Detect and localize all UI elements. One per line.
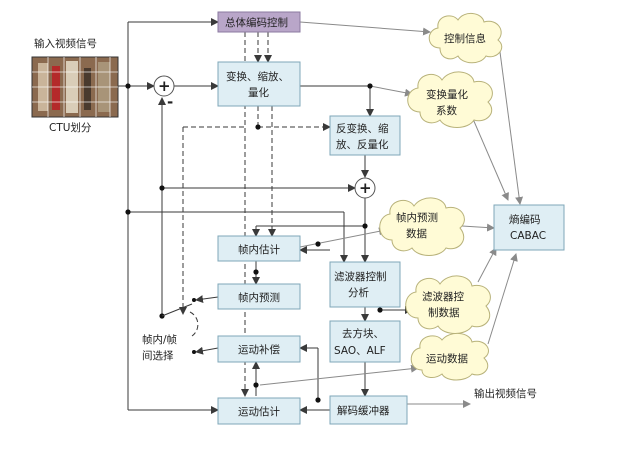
decoded-buffer-box: 解码缓冲器	[329, 395, 408, 425]
junction-dots	[125, 83, 383, 403]
cloud-filter-line2: 制数据	[428, 306, 460, 319]
cloud-intra-line2: 数据	[406, 227, 427, 240]
selector-line1: 帧内/帧	[142, 333, 178, 346]
inverse-line1: 反变换、缩	[336, 122, 389, 135]
filter-control-box: 滤波器控制 分析	[329, 261, 401, 308]
cloud-transform-line1: 变换量化	[426, 88, 468, 101]
cloud-transform-line2: 系数	[436, 104, 457, 117]
intra-est-label: 帧内估计	[238, 243, 280, 256]
intra-pred-label: 帧内预测	[238, 291, 280, 304]
adder-main: + -	[153, 75, 175, 111]
cloud-motion-data: 运动数据	[410, 333, 489, 381]
inverse-line2: 放、反量化	[336, 138, 389, 151]
motion-comp-label: 运动补偿	[238, 343, 280, 356]
cloud-filter-line1: 滤波器控	[422, 290, 464, 303]
transform-line2: 量化	[248, 86, 269, 99]
cloud-motion-label: 运动数据	[426, 352, 468, 365]
cloud-intra-data: 帧内预测 数据	[379, 197, 465, 256]
motion-compensation-box: 运动补偿	[217, 335, 301, 363]
cloud-control-label: 控制信息	[444, 32, 486, 45]
cloud-filter-data: 滤波器控 制数据	[405, 275, 491, 334]
inverse-transform-box: 反变换、缩 放、反量化	[329, 115, 401, 156]
filter-ctrl-line1: 滤波器控制	[334, 270, 387, 283]
filter-ctrl-line2: 分析	[348, 286, 369, 299]
intra-prediction-box: 帧内预测	[217, 283, 301, 310]
decoded-buffer-label: 解码缓冲器	[337, 404, 390, 417]
motion-estimation-box: 运动估计	[217, 397, 301, 425]
output-label: 输出视频信号	[474, 387, 537, 400]
adder-main-plus: +	[158, 77, 171, 95]
overall-control-box: 总体编码控制	[217, 11, 301, 33]
cloud-control-info: 控制信息	[428, 13, 503, 64]
intra-inter-selector: 帧内/帧 间选择	[142, 298, 199, 362]
cloud-transform-coeff: 变换量化 系数	[407, 71, 493, 128]
ctu-label: CTU划分	[49, 121, 92, 134]
entropy-line1: 熵编码	[509, 213, 541, 226]
intra-estimation-box: 帧内估计	[217, 235, 301, 262]
transform-line1: 变换、缩放、	[226, 70, 289, 83]
motion-est-label: 运动估计	[238, 405, 280, 418]
cloud-intra-line1: 帧内预测	[396, 211, 438, 224]
adder-recon-plus: +	[359, 179, 372, 197]
overall-control-label: 总体编码控制	[225, 16, 288, 29]
deblock-filter-box: 去方块、 SAO、ALF	[329, 320, 401, 363]
deblock-line1: 去方块、	[342, 327, 384, 340]
input-video-thumbnail	[31, 56, 119, 118]
deblock-line2: SAO、ALF	[334, 345, 386, 357]
entropy-coding-box: 熵编码 CABAC	[493, 204, 565, 251]
adder-recon: +	[354, 177, 376, 199]
selector-line2: 间选择	[142, 349, 174, 362]
transform-box: 变换、缩放、 量化	[217, 61, 301, 107]
adder-main-minus: -	[167, 93, 173, 111]
input-label: 输入视频信号	[34, 37, 97, 50]
entropy-line2: CABAC	[510, 230, 546, 242]
